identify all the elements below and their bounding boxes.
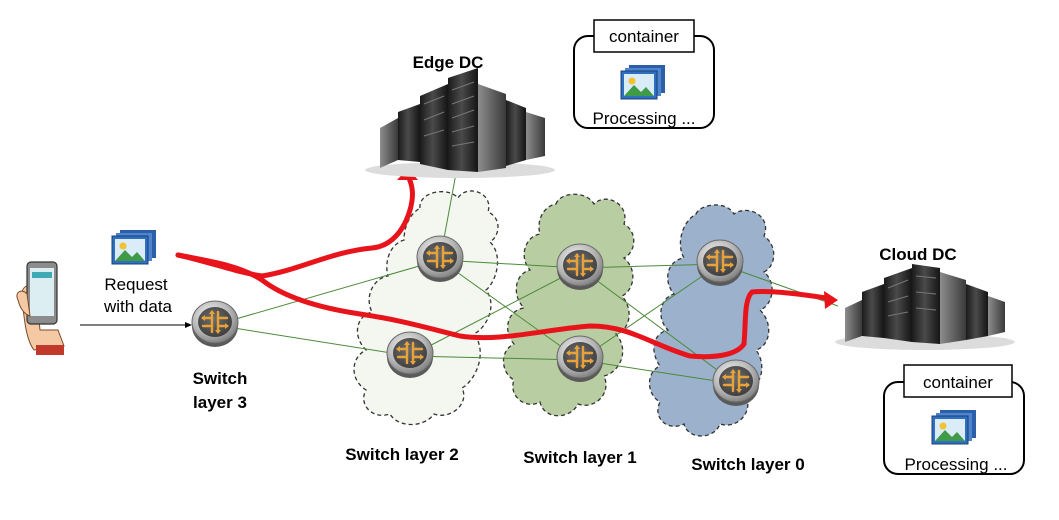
edge-dc-label: Edge DC [413, 53, 484, 72]
switch-layer-1-cloud [502, 193, 635, 417]
edge-container-image-icon [620, 64, 666, 100]
cloud-container-status: Processing ... [905, 455, 1008, 474]
switch-layer-0-cloud [648, 204, 775, 437]
switch-layer-2-label: Switch layer 2 [345, 445, 458, 464]
request-label-line2: with data [103, 297, 173, 316]
cloud-dc-server-icon [835, 264, 1015, 350]
request-image-icon [111, 229, 157, 265]
cloud-container-title: container [923, 373, 993, 392]
cloud-container-image-icon [931, 409, 977, 445]
data-paths [175, 173, 829, 360]
switch-layer-2-cloud [353, 190, 499, 426]
switch-layer-1-router-bottom [555, 334, 605, 384]
switch-layer-0-router-bottom [711, 358, 761, 408]
path-to-edge-dc [175, 173, 415, 279]
path-to-cloud-dc [175, 252, 829, 360]
switch-layer-0-router-top [695, 238, 745, 288]
edge-dc-server-icon [365, 68, 555, 178]
edge-container-box: container Processing ... [573, 19, 715, 129]
request-label-line1: Request [104, 275, 168, 294]
smartphone-icon [16, 261, 65, 355]
switch-layer-3-label-line2: layer 3 [193, 393, 247, 412]
cloud-dc-label: Cloud DC [879, 245, 956, 264]
switch-layer-1-router-top [555, 242, 605, 292]
switch-layer-1-label: Switch layer 1 [523, 448, 636, 467]
switch-layer-2-router-bottom [385, 330, 435, 380]
switch-layer-0-label: Switch layer 0 [691, 455, 804, 474]
cloud-path-arrowhead [824, 291, 838, 309]
edge-container-title: container [609, 27, 679, 46]
switch-layer-3-router [190, 299, 240, 349]
switch-layer-2-router-top [415, 234, 465, 284]
edge-container-status: Processing ... [593, 109, 696, 128]
cloud-container-box: container Processing ... [883, 364, 1025, 475]
switch-layer-3-label-line1: Switch [193, 369, 248, 388]
